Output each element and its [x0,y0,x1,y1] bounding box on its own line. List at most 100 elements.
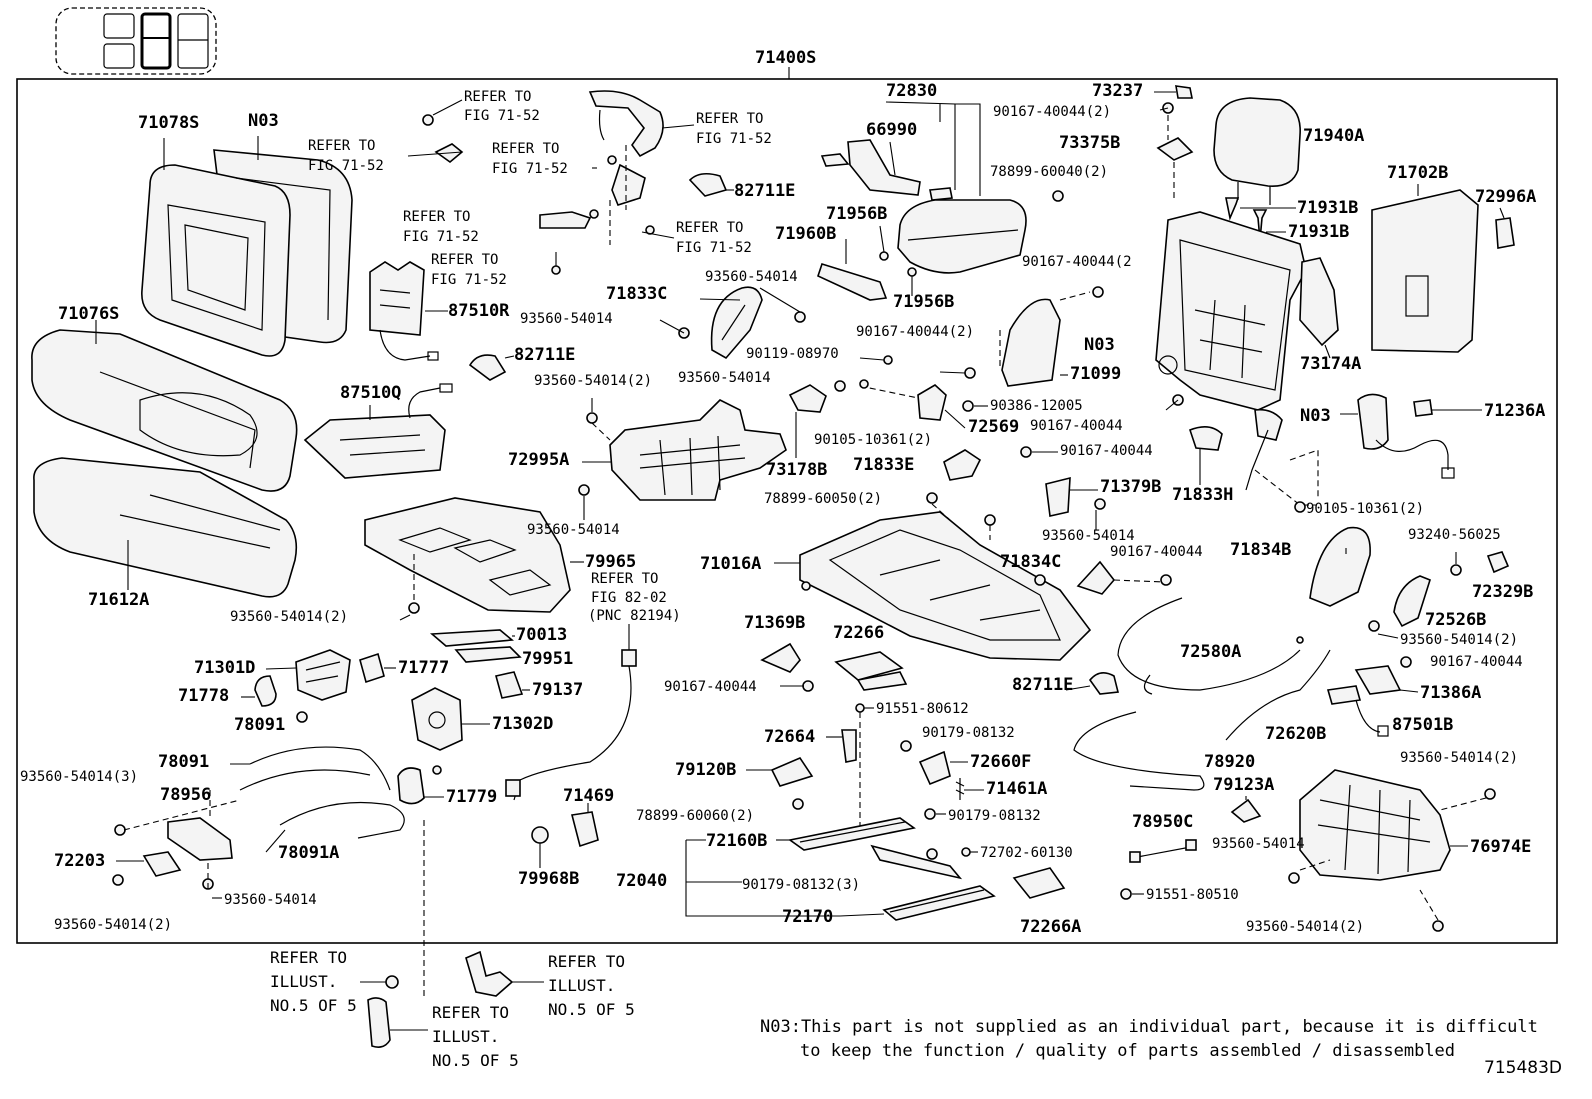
part-label-n35: 93560-54014(2) [54,917,172,933]
cover-79137 [495,671,530,699]
part-label-72660F: 72660F [970,752,1031,772]
part-label-71833H: 71833H [1172,485,1233,505]
bolt-90167-40044-c [964,367,976,379]
connector-71469 [571,803,599,848]
part-label-73174A: 73174A [1300,354,1361,374]
part-label-n16: 93560-54014 [527,522,620,538]
cover-72526B [1368,575,1431,639]
part-label-72995A: 72995A [508,450,569,470]
part-label-72580A: 72580A [1180,642,1241,662]
part-label-n11: 90167-40044 [1030,418,1123,434]
part-label-71302D: 71302D [492,714,553,734]
pad-79951 [454,646,522,663]
lower-outside-parts [360,820,544,1048]
clips-71956B [879,225,917,296]
bracket-72569 [859,379,988,429]
bolt-91551-80612 [855,703,874,830]
bolt-72702-60130 [961,847,978,857]
seat-back-cover [141,149,353,357]
part-label-n32: 90179-08132(3) [742,877,860,893]
nut-90179-08132-c [926,848,938,860]
assembly-frame [16,78,1558,944]
part-label-71076S: 71076S [58,304,119,324]
part-label-n3: 93560-54014 [705,269,798,285]
part-label-71833E: 71833E [853,455,914,475]
cover-71833E [943,446,1058,481]
clamp-71833H [1165,394,1223,485]
part-label-72664: 72664 [764,727,815,747]
part-label-n28: 78899-60060(2) [636,808,754,824]
part-label-n19: 90167-40044 [1110,544,1203,560]
part-label-ref3b: FIG 71-52 [308,158,384,174]
part-label-71301D: 71301D [194,658,255,678]
guide-73375B [1156,115,1194,200]
part-label-72620B: 72620B [1265,724,1326,744]
part-label-n24: 91551-80612 [876,701,969,717]
top-assembly-label: 71400S [755,48,816,68]
cover-73178B [788,380,846,458]
motor-N03 [1340,393,1455,479]
part-label-n23: 90167-40044 [664,679,757,695]
lower-tray-79965 [364,497,584,621]
part-label-ref6a: REFER TO [676,220,743,236]
part-label-73178B: 73178B [766,460,827,480]
seat-heater-pad-back [369,261,448,361]
part-label-79968B: 79968B [518,869,579,889]
cover-71777 [359,652,396,684]
cap-72329B [1486,551,1510,574]
part-label-n4: 90167-40044(2 [1022,254,1132,270]
seat-cushion-72830 [885,101,1027,274]
assembly-bracket-72040 [685,839,840,917]
part-label-n6: 90167-40044(2) [856,324,974,340]
cover-73174A [1299,257,1339,359]
part-label-72266A: 72266A [1020,917,1081,937]
release-cable-72620B [1225,649,1331,741]
connector-71236A [1413,399,1482,417]
part-label-n26: 93560-54014(2) [1400,750,1518,766]
bolt-90167-40044-b [1092,286,1104,298]
part-label-71833C: 71833C [606,284,667,304]
part-label-71778: 71778 [178,686,229,706]
part-label-n20: 93560-54014(2) [230,609,348,625]
part-label-n15: 90105-10361(2) [1306,501,1424,517]
part-label-72526B: 72526B [1425,610,1486,630]
harness-clamp-left [468,354,515,381]
seat-lock-71302D [411,687,490,775]
bracket-71386A [1354,656,1419,695]
part-label-N03-c: N03 [1300,406,1331,426]
rod-78950C [1120,839,1197,900]
part-label-71461A: 71461A [986,779,1047,799]
part-label-71779: 71779 [446,787,497,807]
part-label-ref7a: REFER TO [431,252,498,268]
part-label-78956: 78956 [160,785,211,805]
part-label-66990: 66990 [866,120,917,140]
part-label-n27: 93560-54014(3) [20,769,138,785]
side-bracket-71099 [999,291,1091,387]
part-label-72996A: 72996A [1475,187,1536,207]
part-label-n9: 93560-54014 [678,370,771,386]
outside-ref-oref2-line-2: ILLUST. [548,976,615,995]
clamp-82711E-right [1065,672,1119,695]
seat-locator-icon [55,7,217,75]
part-label-ref1a: REFER TO [464,89,531,105]
part-label-n18: 93240-56025 [1408,527,1501,543]
part-label-n12: 90105-10361(2) [814,432,932,448]
part-label-73237: 73237 [1092,81,1143,101]
release-cable-78920 [1073,711,1205,791]
headrest-guides-71931B [1225,197,1296,241]
part-label-N03-b: N03 [1084,335,1115,355]
part-label-n7: 90119-08970 [746,346,839,362]
part-label-ref6b: FIG 71-52 [676,240,752,256]
footnote-line-2: to keep the function / quality of parts … [800,1041,1456,1061]
part-label-n21: 93560-54014(2) [1400,632,1518,648]
seat-heater-pad-cushion [303,383,453,479]
part-label-78091-b: 78091 [158,752,209,772]
part-label-78920: 78920 [1204,752,1255,772]
part-label-ref2b: FIG 71-52 [696,131,772,147]
cover-79120B [746,757,814,810]
part-label-ref5b: FIG 71-52 [403,229,479,245]
cover-71834B [1309,526,1371,607]
part-label-71956B-b: 71956B [893,292,954,312]
trim-71960B [817,239,888,301]
